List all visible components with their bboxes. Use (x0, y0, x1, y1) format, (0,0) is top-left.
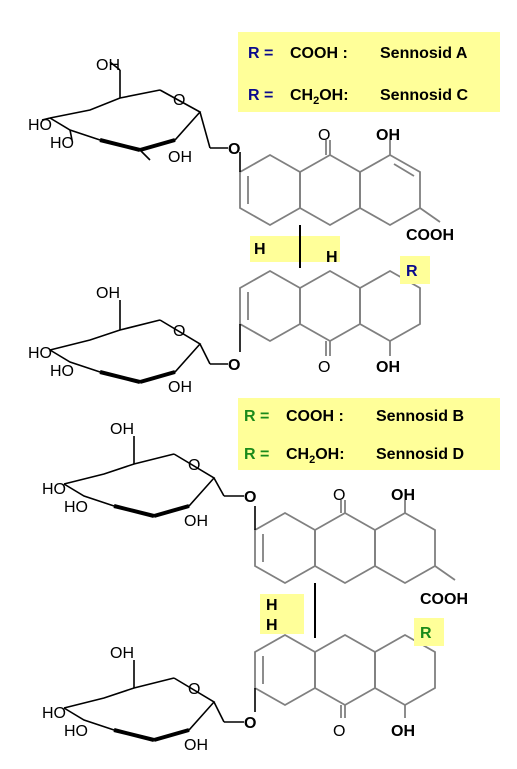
bridge-bottom-h2: H (266, 617, 278, 634)
legend-top-group2: CH2OH: (290, 87, 349, 107)
sugar3-link-o: O (244, 489, 256, 506)
substituent-r-bottom: R (420, 625, 432, 642)
sugar3-ho-low: HO (64, 499, 88, 516)
r-highlight-top (400, 256, 430, 284)
legend-top-name2: Sennosid C (380, 87, 468, 104)
sugar2-ho-left: HO (28, 345, 52, 362)
anthrone-1 (239, 140, 441, 227)
legend-box-top (238, 32, 500, 112)
anthrone4-oh: OH (391, 723, 415, 740)
sugar2-ho-low: HO (50, 363, 74, 380)
sugar1-ho-left: HO (28, 117, 52, 134)
anthrone3-oh: OH (391, 487, 415, 504)
sugar4-ring-o: O (188, 681, 200, 698)
legend-top-r2: R = (248, 87, 273, 104)
glucose-ring-3 (63, 436, 244, 518)
legend-bottom-name1: Sennosid B (376, 408, 464, 425)
glucose-ring-2 (49, 300, 241, 384)
sugar1-ring-o: O (173, 92, 185, 109)
sugar2-ring-o: O (173, 323, 185, 340)
anthrone3-ketone-o: O (333, 487, 345, 504)
anthrone2-oh: OH (376, 359, 400, 376)
h-bridge-highlight-bottom (260, 594, 304, 634)
bridge-top-h2: H (326, 249, 338, 266)
anthrone1-cooh: COOH (406, 227, 454, 244)
sugar4-oh-low: OH (184, 737, 208, 754)
legend-bottom-group1: COOH : (286, 408, 344, 425)
bridge-top-h1: H (254, 241, 266, 258)
legend-top-group1: COOH : (290, 45, 348, 62)
sugar1-oh-low: OH (168, 149, 192, 166)
legend-bottom-name2: Sennosid D (376, 446, 464, 463)
glucose-ring-1 (41, 61, 228, 161)
sugar1-link-o: O (228, 141, 240, 158)
anthrone-2 (239, 269, 421, 356)
anthrone1-ketone-o: O (318, 127, 330, 144)
anthrone3-cooh: COOH (420, 591, 468, 608)
legend-bottom-r1: R = (244, 408, 269, 425)
sugar1-oh-top: OH (96, 57, 120, 74)
bridge-bottom-h1: H (266, 597, 278, 614)
anthrone-4 (254, 633, 436, 718)
r-highlight-bottom (414, 618, 444, 646)
legend-bottom-group2: CH2OH: (286, 446, 345, 466)
sugar3-ring-o: O (188, 457, 200, 474)
sugar4-oh-top: OH (110, 645, 134, 662)
anthrone2-ketone-o: O (318, 359, 330, 376)
sugar4-ho-left: HO (42, 705, 66, 722)
legend-top-r1: R = (248, 45, 273, 62)
sugar2-oh-low: OH (168, 379, 192, 396)
anthrone-3 (254, 500, 456, 585)
anthrone1-oh: OH (376, 127, 400, 144)
h-bridge-highlight-top (250, 236, 340, 262)
sugar4-ho-low: HO (64, 723, 88, 740)
sugar3-ho-left: HO (42, 481, 66, 498)
glucose-ring-4 (63, 660, 256, 742)
legend-box-bottom (238, 398, 500, 470)
sugar1-ho-low: HO (50, 135, 74, 152)
substituent-r-top: R (406, 263, 418, 280)
legend-top-name1: Sennosid A (380, 45, 468, 62)
sugar3-oh-low: OH (184, 513, 208, 530)
sugar2-oh-top: OH (96, 285, 120, 302)
sugar4-link-o: O (244, 715, 256, 732)
sugar3-oh-top: OH (110, 421, 134, 438)
anthrone4-ketone-o: O (333, 723, 345, 740)
legend-bottom-r2: R = (244, 446, 269, 463)
sugar2-link-o: O (228, 357, 240, 374)
